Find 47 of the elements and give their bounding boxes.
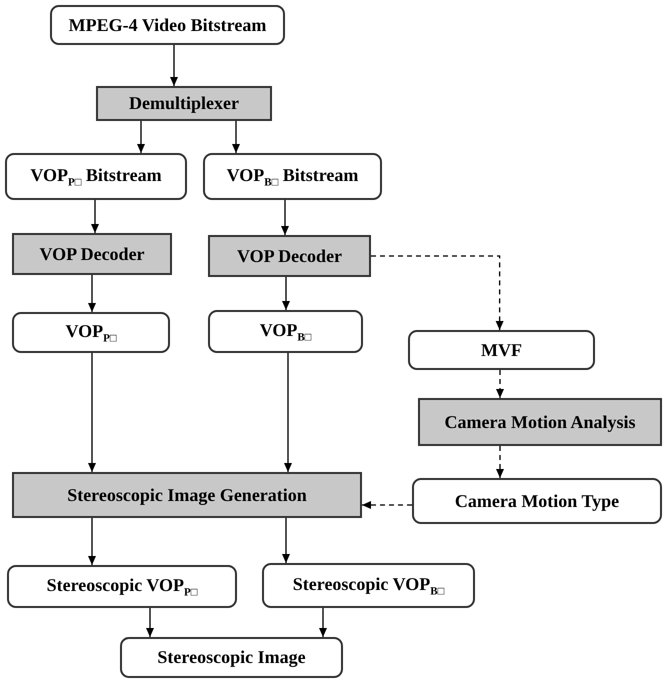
node-label: Stereoscopic Image — [157, 647, 306, 668]
data-box — [408, 330, 595, 370]
arrow — [170, 45, 178, 86]
data-box — [12, 312, 170, 353]
node-label: VOP$_{P□}$ Bitstream — [30, 164, 162, 188]
node-label: MPEG-4 Video Bitstream — [68, 14, 266, 36]
arrow — [91, 200, 99, 233]
arrow — [284, 353, 292, 472]
data-box — [120, 637, 343, 678]
process-box — [418, 398, 662, 446]
arrow — [281, 200, 289, 235]
arrow — [282, 277, 290, 310]
node-label: Camera Motion Analysis — [444, 412, 636, 432]
arrow — [371, 255, 504, 330]
arrow — [88, 275, 96, 312]
node-label: Stereoscopic VOP$_{P□}$ — [46, 574, 198, 598]
data-box — [50, 5, 285, 45]
node-label: MVF — [481, 340, 522, 360]
arrow — [88, 518, 96, 565]
arrow — [282, 518, 290, 563]
data-box — [208, 310, 363, 353]
arrow — [319, 608, 327, 637]
node-label: VOP$_{B□}$ Bitstream — [226, 164, 358, 188]
arrow — [232, 121, 240, 153]
node-label: VOP Decoder — [236, 246, 342, 266]
process-box — [12, 472, 362, 518]
arrow — [137, 121, 145, 153]
node-label: VOP$_{B□}$ — [260, 320, 312, 344]
node-label: Stereoscopic Image Generation — [67, 484, 307, 506]
arrow — [496, 446, 504, 478]
data-box — [262, 563, 475, 608]
data-box — [7, 565, 237, 608]
process-box — [96, 86, 272, 121]
arrow — [496, 370, 504, 398]
node-label: Camera Motion Type — [454, 490, 620, 512]
data-box — [5, 153, 187, 200]
data-box — [203, 153, 382, 200]
arrow — [362, 501, 412, 509]
node-label: Stereoscopic VOP$_{B□}$ — [292, 574, 444, 598]
arrow — [146, 608, 154, 637]
arrow — [88, 353, 96, 472]
process-box — [208, 235, 371, 277]
process-box — [12, 233, 172, 275]
data-box — [412, 478, 662, 524]
node-label: Demultiplexer — [129, 93, 239, 114]
node-label: VOP Decoder — [39, 244, 145, 264]
node-label: VOP$_{P□}$ — [65, 320, 116, 344]
